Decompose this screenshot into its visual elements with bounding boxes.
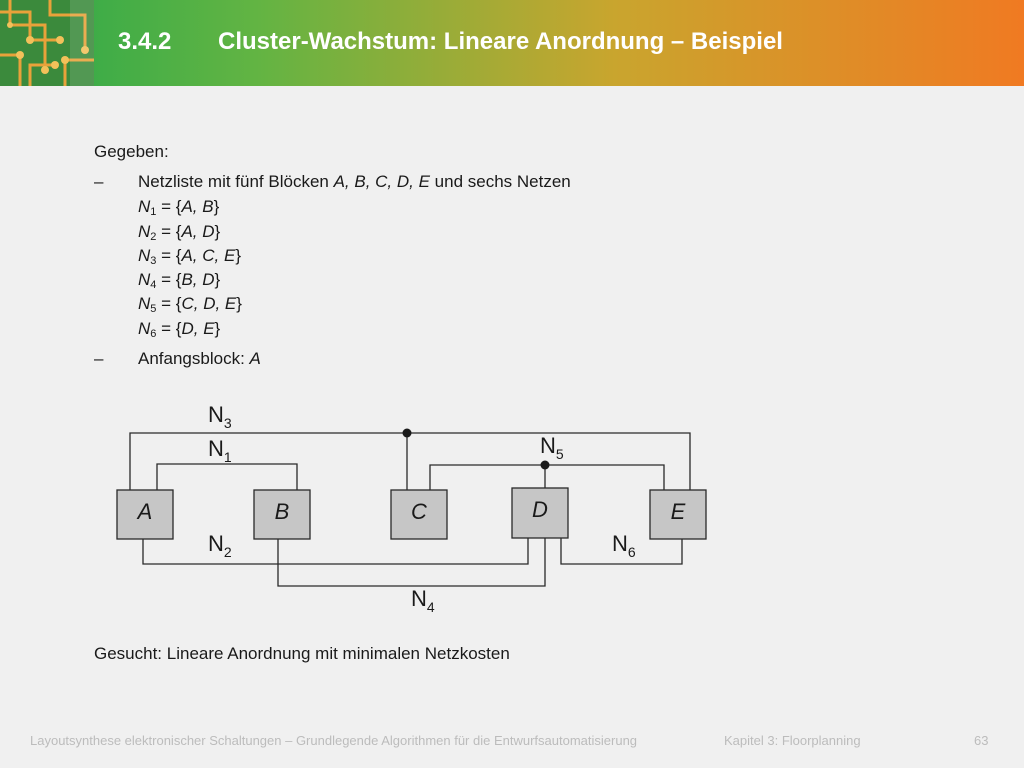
start-block-text: Anfangsblock: A xyxy=(138,349,261,368)
net-label-n3: N3 xyxy=(208,402,232,431)
junction-dots xyxy=(402,428,550,470)
wire-n1 xyxy=(156,463,298,490)
net-definition: N3 = {A, C, E} xyxy=(138,246,242,267)
given-label: Gegeben: xyxy=(94,142,169,161)
netlist-blocks: A, B, C, D, E xyxy=(333,172,430,191)
net-labels: N3 N1 N5 N2 N6 N4 xyxy=(208,402,636,615)
footer-chapter: Kapitel 3: Floorplanning xyxy=(724,733,861,748)
block-c: C xyxy=(390,489,448,540)
block-label: A xyxy=(136,499,153,524)
circuit-board-logo xyxy=(0,0,94,86)
block-label: B xyxy=(275,499,290,524)
net-label-n4: N4 xyxy=(411,586,435,615)
block-d: D xyxy=(511,487,569,539)
netlist-text-end: und sechs Netzen xyxy=(429,172,571,191)
net-label-n5: N5 xyxy=(540,433,564,462)
netlist-description: Netzliste mit fünf Blöcken A, B, C, D, E… xyxy=(138,172,571,192)
blocks: A B C D E xyxy=(116,487,707,540)
junction-dot xyxy=(540,460,550,470)
block-b: B xyxy=(253,489,311,540)
circuit-pattern-icon xyxy=(0,0,94,86)
section-number: 3.4.2 xyxy=(118,28,172,55)
slide-title: 3.4.2 Cluster-Wachstum: Lineare Anordnung… xyxy=(118,28,783,56)
net-definition: N6 = {D, E} xyxy=(138,319,221,340)
net-label-n1: N1 xyxy=(208,436,232,465)
net-definition: N1 = {A, B} xyxy=(138,197,220,218)
list-dash: – xyxy=(94,172,104,191)
footer-course: Layoutsynthese elektronischer Schaltunge… xyxy=(30,733,638,748)
footer-page-number: 63 xyxy=(974,733,989,748)
block-label: D xyxy=(532,497,548,522)
wire-n6 xyxy=(560,538,683,565)
net-definition: N4 = {B, D} xyxy=(138,270,221,291)
net-label-n6: N6 xyxy=(612,531,636,560)
net-label-n2: N2 xyxy=(208,531,232,560)
block-a: A xyxy=(116,489,174,540)
netlist-text: Netzliste mit fünf Blöcken xyxy=(138,172,334,191)
block-label: E xyxy=(671,499,686,524)
section-title: Cluster-Wachstum: Lineare Anordnung – Be… xyxy=(218,28,783,55)
net-definition: N2 = {A, D} xyxy=(138,222,221,243)
junction-dot xyxy=(402,428,412,438)
list-dash: – xyxy=(94,349,104,368)
net-definition: N5 = {C, D, E} xyxy=(138,294,242,315)
block-label: C xyxy=(411,499,427,524)
slide-header: 3.4.2 Cluster-Wachstum: Lineare Anordnung… xyxy=(0,0,1024,86)
sought-text: Gesucht: Lineare Anordnung mit minimalen… xyxy=(94,644,510,663)
wire-n4 xyxy=(277,538,546,587)
wire-n2 xyxy=(142,538,529,565)
block-e: E xyxy=(649,489,707,540)
